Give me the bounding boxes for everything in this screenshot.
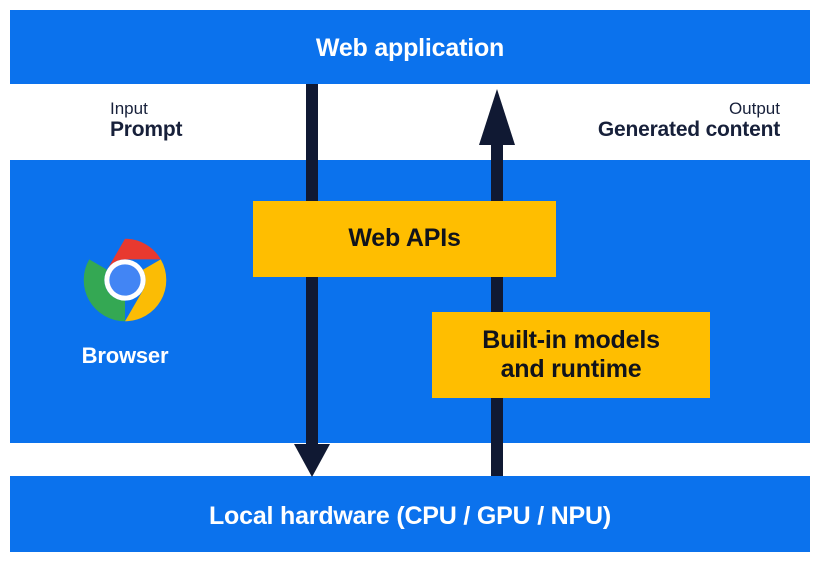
input-value-label: Prompt — [110, 118, 183, 142]
output-kind-label: Output — [728, 99, 780, 118]
band-local-hardware: Local hardware (CPU / GPU / NPU) — [10, 476, 810, 552]
chrome-logo-icon — [83, 238, 167, 322]
band-local-hardware-label: Local hardware (CPU / GPU / NPU) — [208, 502, 611, 530]
box-web-apis: Web APIs — [253, 201, 556, 277]
browser-block: Browser — [60, 237, 190, 367]
band-web-application: Web application — [10, 10, 810, 84]
input-label: Input Prompt — [110, 99, 183, 142]
box-builtin-models-label: Built-in models and runtime — [482, 325, 660, 384]
output-label: Output Generated content — [598, 99, 780, 142]
box-web-apis-label: Web APIs — [348, 224, 461, 253]
browser-label: Browser — [81, 343, 169, 368]
output-value-label: Generated content — [597, 118, 780, 142]
box-builtin-models: Built-in models and runtime — [432, 312, 710, 398]
band-web-application-label: Web application — [315, 34, 505, 62]
input-kind-label: Input — [110, 99, 148, 118]
